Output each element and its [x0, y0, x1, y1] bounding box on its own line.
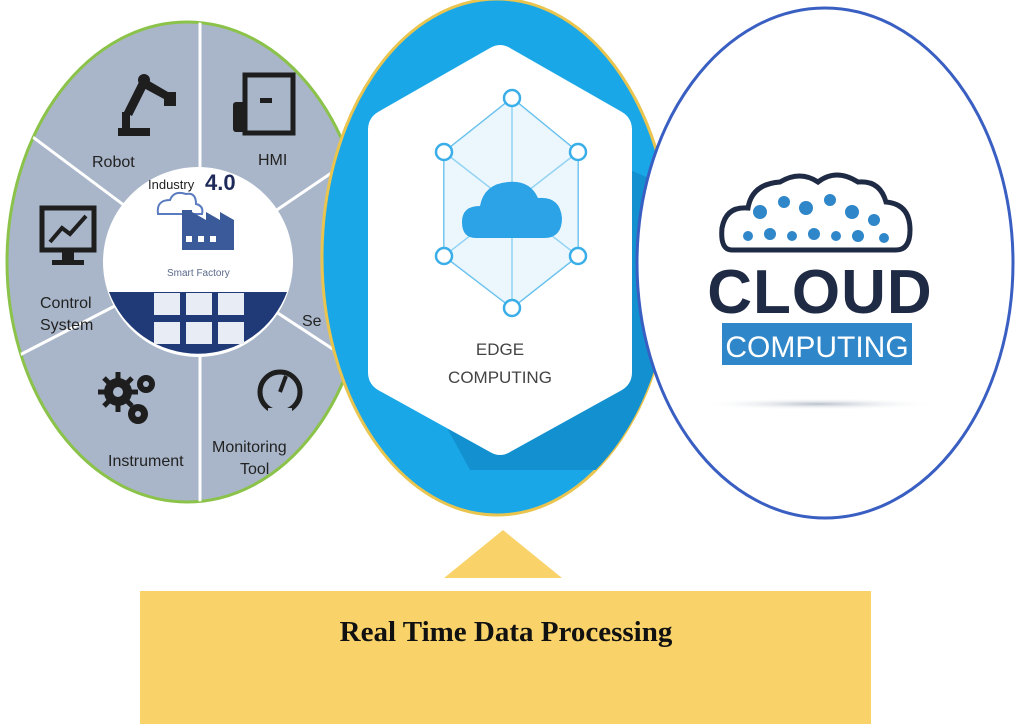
hmi-touchscreen-icon: [233, 72, 296, 136]
edge-network-icon: [434, 88, 588, 318]
industry-4-circle: Robot HMI Industry 4.0 Smart Factory: [5, 20, 369, 504]
computing-banner: [722, 323, 912, 365]
edge-computing-circle: EDGE COMPUTING: [320, 0, 674, 517]
edge-label-line1: EDGE: [476, 340, 524, 359]
control-label-line1: Control: [40, 295, 92, 312]
control-label-line2: System: [40, 317, 93, 334]
banner-label: Real Time Data Processing: [340, 616, 673, 648]
cloud-icon: [462, 181, 562, 238]
cloud-subtitle: COMPUTING: [725, 331, 908, 364]
real-time-banner: [140, 591, 871, 724]
cloud-computing-circle: CLOUD COMPUTING: [635, 6, 1015, 520]
robot-arm-icon: [118, 74, 176, 136]
smart-factory-icon: [156, 191, 234, 250]
industry-version: 4.0: [205, 170, 236, 195]
cloud-services-icon: [719, 172, 913, 253]
robot-label: Robot: [92, 154, 135, 171]
up-arrow: [444, 530, 562, 578]
cloud-circle-bg: [635, 6, 1015, 520]
gears-icon: [98, 372, 155, 424]
cloud-logo-shadow: [698, 398, 938, 410]
hmi-label: HMI: [258, 152, 287, 169]
sensor-label-partial: Se: [302, 313, 322, 330]
monitoring-label-line2: Tool: [240, 461, 269, 478]
smart-factory-label: Smart Factory: [167, 268, 230, 279]
cloud-title: CLOUD: [707, 258, 932, 327]
factory-modules-grid: [154, 293, 244, 344]
industry-word: Industry: [148, 177, 195, 192]
monitor-chart-icon: [39, 205, 97, 265]
edge-label-line2: COMPUTING: [448, 368, 552, 387]
monitoring-label-line1: Monitoring: [212, 439, 287, 456]
instrument-label: Instrument: [108, 453, 184, 470]
gauge-icon: [257, 369, 303, 416]
